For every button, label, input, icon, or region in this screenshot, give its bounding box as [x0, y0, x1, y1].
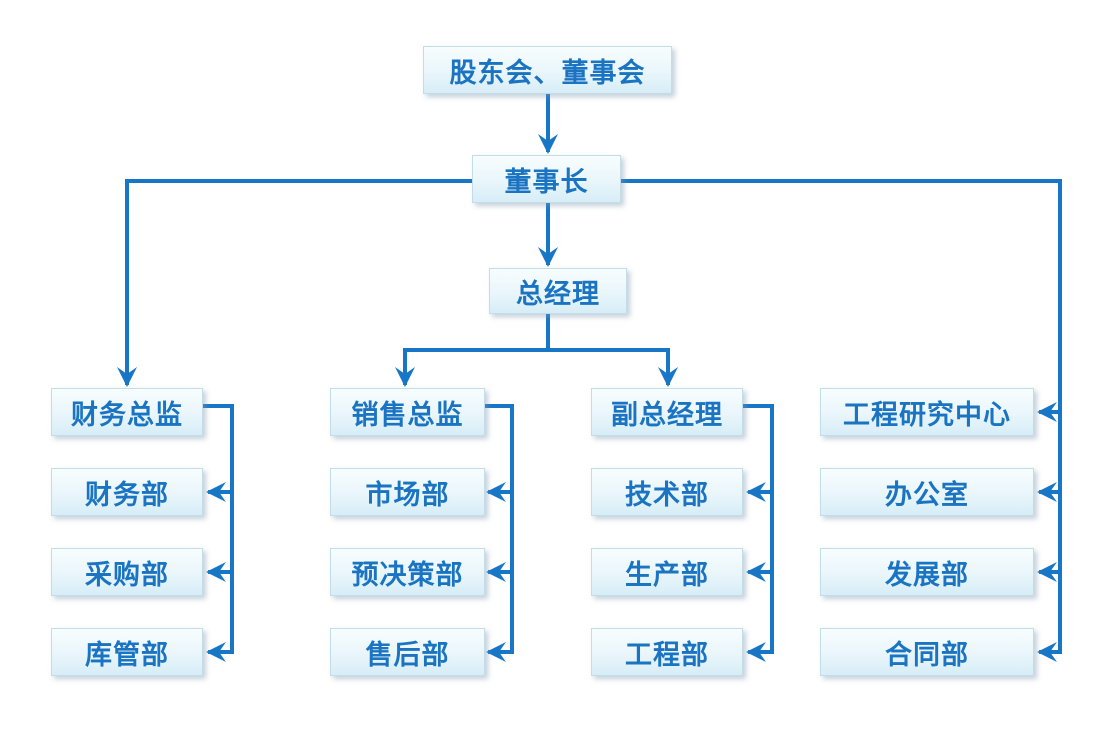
node-development-dept: 发展部 [820, 548, 1034, 596]
node-finance-dept: 财务部 [51, 468, 203, 516]
node-budget-decision-dept: 预决策部 [330, 548, 485, 596]
node-contract-dept: 合同部 [820, 628, 1034, 676]
node-engineering-dept: 工程部 [591, 628, 743, 676]
node-office: 办公室 [820, 468, 1034, 516]
connector-deputy-gm-spine [739, 404, 774, 662]
node-technology-dept: 技术部 [591, 468, 743, 516]
node-marketing-dept: 市场部 [330, 468, 485, 516]
node-after-sales-dept: 售后部 [330, 628, 485, 676]
node-purchasing-dept: 采购部 [51, 548, 203, 596]
node-chairman: 董事长 [472, 155, 621, 203]
node-general-manager: 总经理 [489, 268, 627, 314]
node-shareholders-board: 股东会、董事会 [423, 46, 672, 94]
node-deputy-general-manager: 副总经理 [591, 388, 743, 436]
node-finance-director: 财务总监 [51, 388, 203, 436]
node-production-dept: 生产部 [591, 548, 743, 596]
node-sales-director: 销售总监 [330, 388, 485, 436]
connector-sales-director-spine [481, 404, 514, 662]
node-warehouse-dept: 库管部 [51, 628, 203, 676]
node-engineering-research-center: 工程研究中心 [820, 388, 1034, 436]
connector-chairman-to-finance-director [117, 179, 476, 387]
connector-finance-director-spine [199, 404, 234, 662]
